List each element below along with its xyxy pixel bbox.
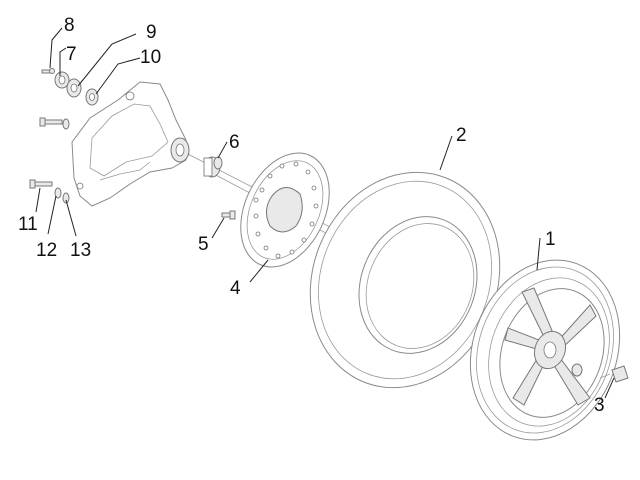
disc-holes xyxy=(253,161,319,259)
valve xyxy=(599,365,629,383)
tyre xyxy=(309,171,501,389)
callout-10: 10 xyxy=(140,47,161,68)
oil-seal xyxy=(85,88,99,106)
washer xyxy=(54,187,62,199)
callout-labels: 1 2 3 4 5 6 7 8 9 10 11 12 13 xyxy=(18,15,605,416)
callout-4: 4 xyxy=(230,278,241,299)
upper-bolt xyxy=(39,117,70,130)
gear xyxy=(54,71,70,89)
callout-11: 11 xyxy=(18,214,38,235)
brake-disc xyxy=(240,152,330,268)
callout-13: 13 xyxy=(70,240,91,261)
callout-3: 3 xyxy=(594,395,605,416)
valve-hole xyxy=(571,363,583,377)
disc-screw xyxy=(221,210,236,220)
swingarm-bracket xyxy=(71,81,190,207)
callout-2: 2 xyxy=(456,125,467,146)
wheel-rim xyxy=(469,259,621,441)
callout-6: 6 xyxy=(229,132,240,153)
callout-8: 8 xyxy=(64,15,75,36)
callout-5: 5 xyxy=(198,234,209,255)
callout-7: 7 xyxy=(66,44,77,65)
callout-12: 12 xyxy=(36,240,57,261)
spacer xyxy=(203,156,223,178)
callout-1: 1 xyxy=(545,229,556,250)
leader-lines xyxy=(35,27,615,399)
lower-bolt xyxy=(29,179,53,189)
rim-spokes xyxy=(504,287,597,406)
spring-washer xyxy=(62,192,70,204)
small-screw xyxy=(41,68,55,74)
bearing xyxy=(66,78,82,98)
callout-9: 9 xyxy=(146,22,157,43)
